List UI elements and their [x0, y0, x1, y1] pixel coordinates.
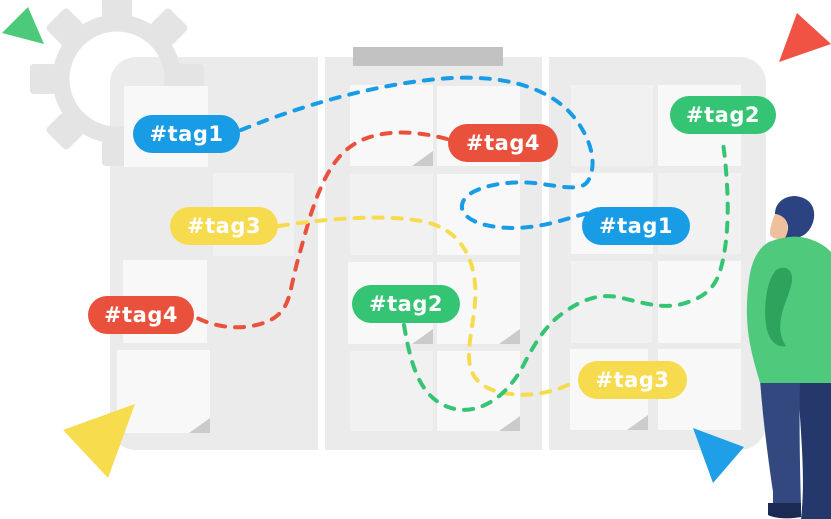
tag-pill-tag1-left: #tag1 — [133, 115, 240, 153]
sticky-note — [571, 261, 652, 343]
tag-pill-label: #tag3 — [187, 214, 261, 238]
tag-pill-tag4-top-middle: #tag4 — [448, 124, 558, 162]
person-shoe — [768, 503, 801, 519]
person-pants-back — [798, 380, 831, 519]
sticky-note — [350, 351, 433, 431]
tag-pill-label: #tag2 — [369, 292, 443, 316]
tag-pill-label: #tag4 — [466, 131, 540, 155]
tag-pill-tag3-left: #tag3 — [170, 207, 278, 245]
tag-pill-tag4-bottom-left: #tag4 — [88, 296, 194, 334]
tag-pill-label: #tag1 — [149, 122, 224, 146]
board-column-divider — [318, 57, 325, 450]
sticky-note — [571, 85, 653, 166]
person-hair — [775, 196, 815, 239]
tape-clip — [353, 47, 503, 66]
person-arm-shadow — [765, 267, 793, 347]
tag-pill-tag2-top-right: #tag2 — [670, 96, 776, 134]
sticky-note — [437, 351, 520, 431]
triangle-top-left-icon — [2, 7, 44, 44]
sticky-note — [350, 174, 433, 255]
person-pants-front — [760, 380, 801, 506]
tag-pill-label: #tag2 — [686, 103, 760, 127]
sticky-note — [658, 261, 741, 343]
person-neck — [781, 230, 799, 246]
person-face — [770, 212, 788, 239]
triangle-top-right-icon — [779, 13, 831, 62]
tag-pill-tag2-middle: #tag2 — [352, 285, 460, 323]
tag-pill-tag3-bottom-right: #tag3 — [578, 361, 687, 399]
sticky-note — [117, 350, 210, 433]
sticky-note — [437, 174, 520, 255]
tag-pill-tag1-right: #tag1 — [582, 207, 690, 245]
tag-pill-label: #tag3 — [595, 368, 670, 392]
tag-pill-label: #tag4 — [104, 303, 178, 327]
tag-pill-label: #tag1 — [599, 214, 673, 238]
sticky-note — [350, 85, 433, 166]
board-column-divider — [542, 57, 549, 450]
